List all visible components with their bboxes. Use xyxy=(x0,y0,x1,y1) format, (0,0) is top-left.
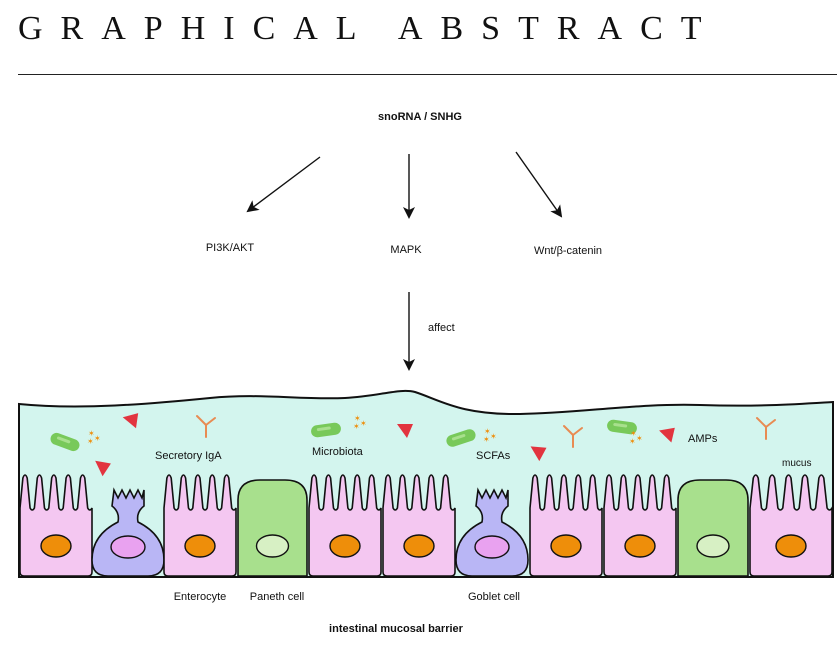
iga-arm-left xyxy=(563,425,574,436)
scfa-stars-3: ✶✶✶ xyxy=(483,427,497,444)
star-icon: ✶ xyxy=(630,429,637,438)
goblet-nucleus xyxy=(110,535,146,559)
scfa-stars-4: ✶✶✶ xyxy=(629,429,643,446)
star-icon: ✶ xyxy=(484,427,491,436)
bacterium-body xyxy=(311,422,341,438)
paneth-cell-body xyxy=(237,479,308,577)
paneth-cell-2 xyxy=(677,479,749,577)
star-icon: ✶ xyxy=(629,437,636,446)
bacterium-4 xyxy=(607,419,637,435)
star-icon: ✶ xyxy=(490,432,497,441)
enterocyte-2 xyxy=(163,474,237,577)
goblet-cell-body xyxy=(455,487,529,577)
antigen-triangle-1 xyxy=(122,413,139,429)
goblet-cell-body xyxy=(91,487,165,577)
nucleus xyxy=(403,534,435,558)
enterocyte-body xyxy=(749,474,833,577)
enterocyte-body xyxy=(603,474,677,577)
bacterium-1 xyxy=(50,432,80,452)
antigen-triangle-3 xyxy=(397,424,413,438)
antigen-triangle-2 xyxy=(95,460,111,477)
title-divider xyxy=(18,74,837,75)
nucleus xyxy=(550,534,582,558)
iga-antibody-2 xyxy=(563,425,583,448)
enterocyte-6 xyxy=(603,474,677,577)
star-icon: ✶ xyxy=(353,422,360,431)
snorna-snhg-label: snoRNA / SNHG xyxy=(378,111,462,123)
iga-arm-left xyxy=(196,415,207,426)
nucleus xyxy=(184,534,216,558)
affect-label: affect xyxy=(428,322,455,334)
paneth-nucleus xyxy=(696,534,730,558)
bacterium-highlight xyxy=(56,436,71,444)
star-icon: ✶ xyxy=(483,435,490,444)
enterocyte-body xyxy=(308,474,382,577)
iga-arm-right xyxy=(572,427,583,436)
nucleus xyxy=(775,534,807,558)
paneth-cell-body xyxy=(677,479,749,577)
lumen-contents: ✶✶✶✶✶✶✶✶✶✶✶✶ xyxy=(50,413,776,477)
nucleus xyxy=(40,534,72,558)
enterocyte-label: Enterocyte xyxy=(174,591,227,603)
paneth-cell-1 xyxy=(237,479,308,577)
antigen-triangle-5 xyxy=(659,427,675,443)
scfa-stars-2: ✶✶✶ xyxy=(353,414,367,431)
amps-label: AMPs xyxy=(688,433,718,445)
enterocyte-3 xyxy=(308,474,382,577)
enterocyte-body xyxy=(529,474,603,577)
arrow-to-wnt xyxy=(515,151,563,218)
bacterium-3 xyxy=(446,429,476,447)
bacterium-highlight xyxy=(451,433,466,441)
iga-antibody-1 xyxy=(196,415,216,438)
enterocyte-body xyxy=(382,474,456,577)
star-icon: ✶ xyxy=(636,434,643,443)
secretory-iga-label: Secretory IgA xyxy=(155,450,222,462)
star-icon: ✶ xyxy=(87,437,94,446)
goblet-cell-label: Goblet cell xyxy=(468,591,520,603)
enterocyte-5 xyxy=(529,474,603,577)
star-icon: ✶ xyxy=(360,419,367,428)
bacterium-2 xyxy=(311,422,341,438)
epithelial-cell-row xyxy=(19,474,833,577)
paneth-cell-label: Paneth cell xyxy=(250,591,304,603)
star-icon: ✶ xyxy=(354,414,361,423)
star-icon: ✶ xyxy=(88,429,95,438)
enterocyte-7 xyxy=(749,474,833,577)
pathway-mapk: MAPK xyxy=(390,244,422,256)
page-title: GRAPHICAL ABSTRACT xyxy=(18,10,720,47)
microbiota-label: Microbiota xyxy=(312,446,364,458)
goblet-cell-1 xyxy=(91,487,165,577)
scfa-stars-1: ✶✶✶ xyxy=(87,429,101,446)
bacterium-highlight xyxy=(613,422,628,428)
arrow-to-pi3k-akt xyxy=(246,156,321,213)
iga-antibody-3 xyxy=(756,417,776,440)
iga-arm-right xyxy=(765,419,776,428)
antigen-triangle-4 xyxy=(530,446,547,462)
iga-arm-left xyxy=(756,417,767,428)
goblet-cell-2 xyxy=(455,487,529,577)
pathway-wnt-beta-catenin: Wnt/β-catenin xyxy=(534,245,602,257)
mucus-label: mucus xyxy=(782,458,811,469)
intestinal-mucosal-barrier-caption: intestinal mucosal barrier xyxy=(329,623,464,635)
bacterium-highlight xyxy=(316,426,331,432)
nucleus xyxy=(329,534,361,558)
enterocyte-4 xyxy=(382,474,456,577)
iga-arm-right xyxy=(205,417,216,426)
paneth-nucleus xyxy=(255,534,290,558)
enterocyte-body xyxy=(163,474,237,577)
nucleus xyxy=(624,534,656,558)
star-icon: ✶ xyxy=(94,434,101,443)
goblet-nucleus xyxy=(474,535,510,559)
pathway-pi3k-akt: PI3K/AKT xyxy=(206,242,255,254)
scfas-label: SCFAs xyxy=(476,450,511,462)
